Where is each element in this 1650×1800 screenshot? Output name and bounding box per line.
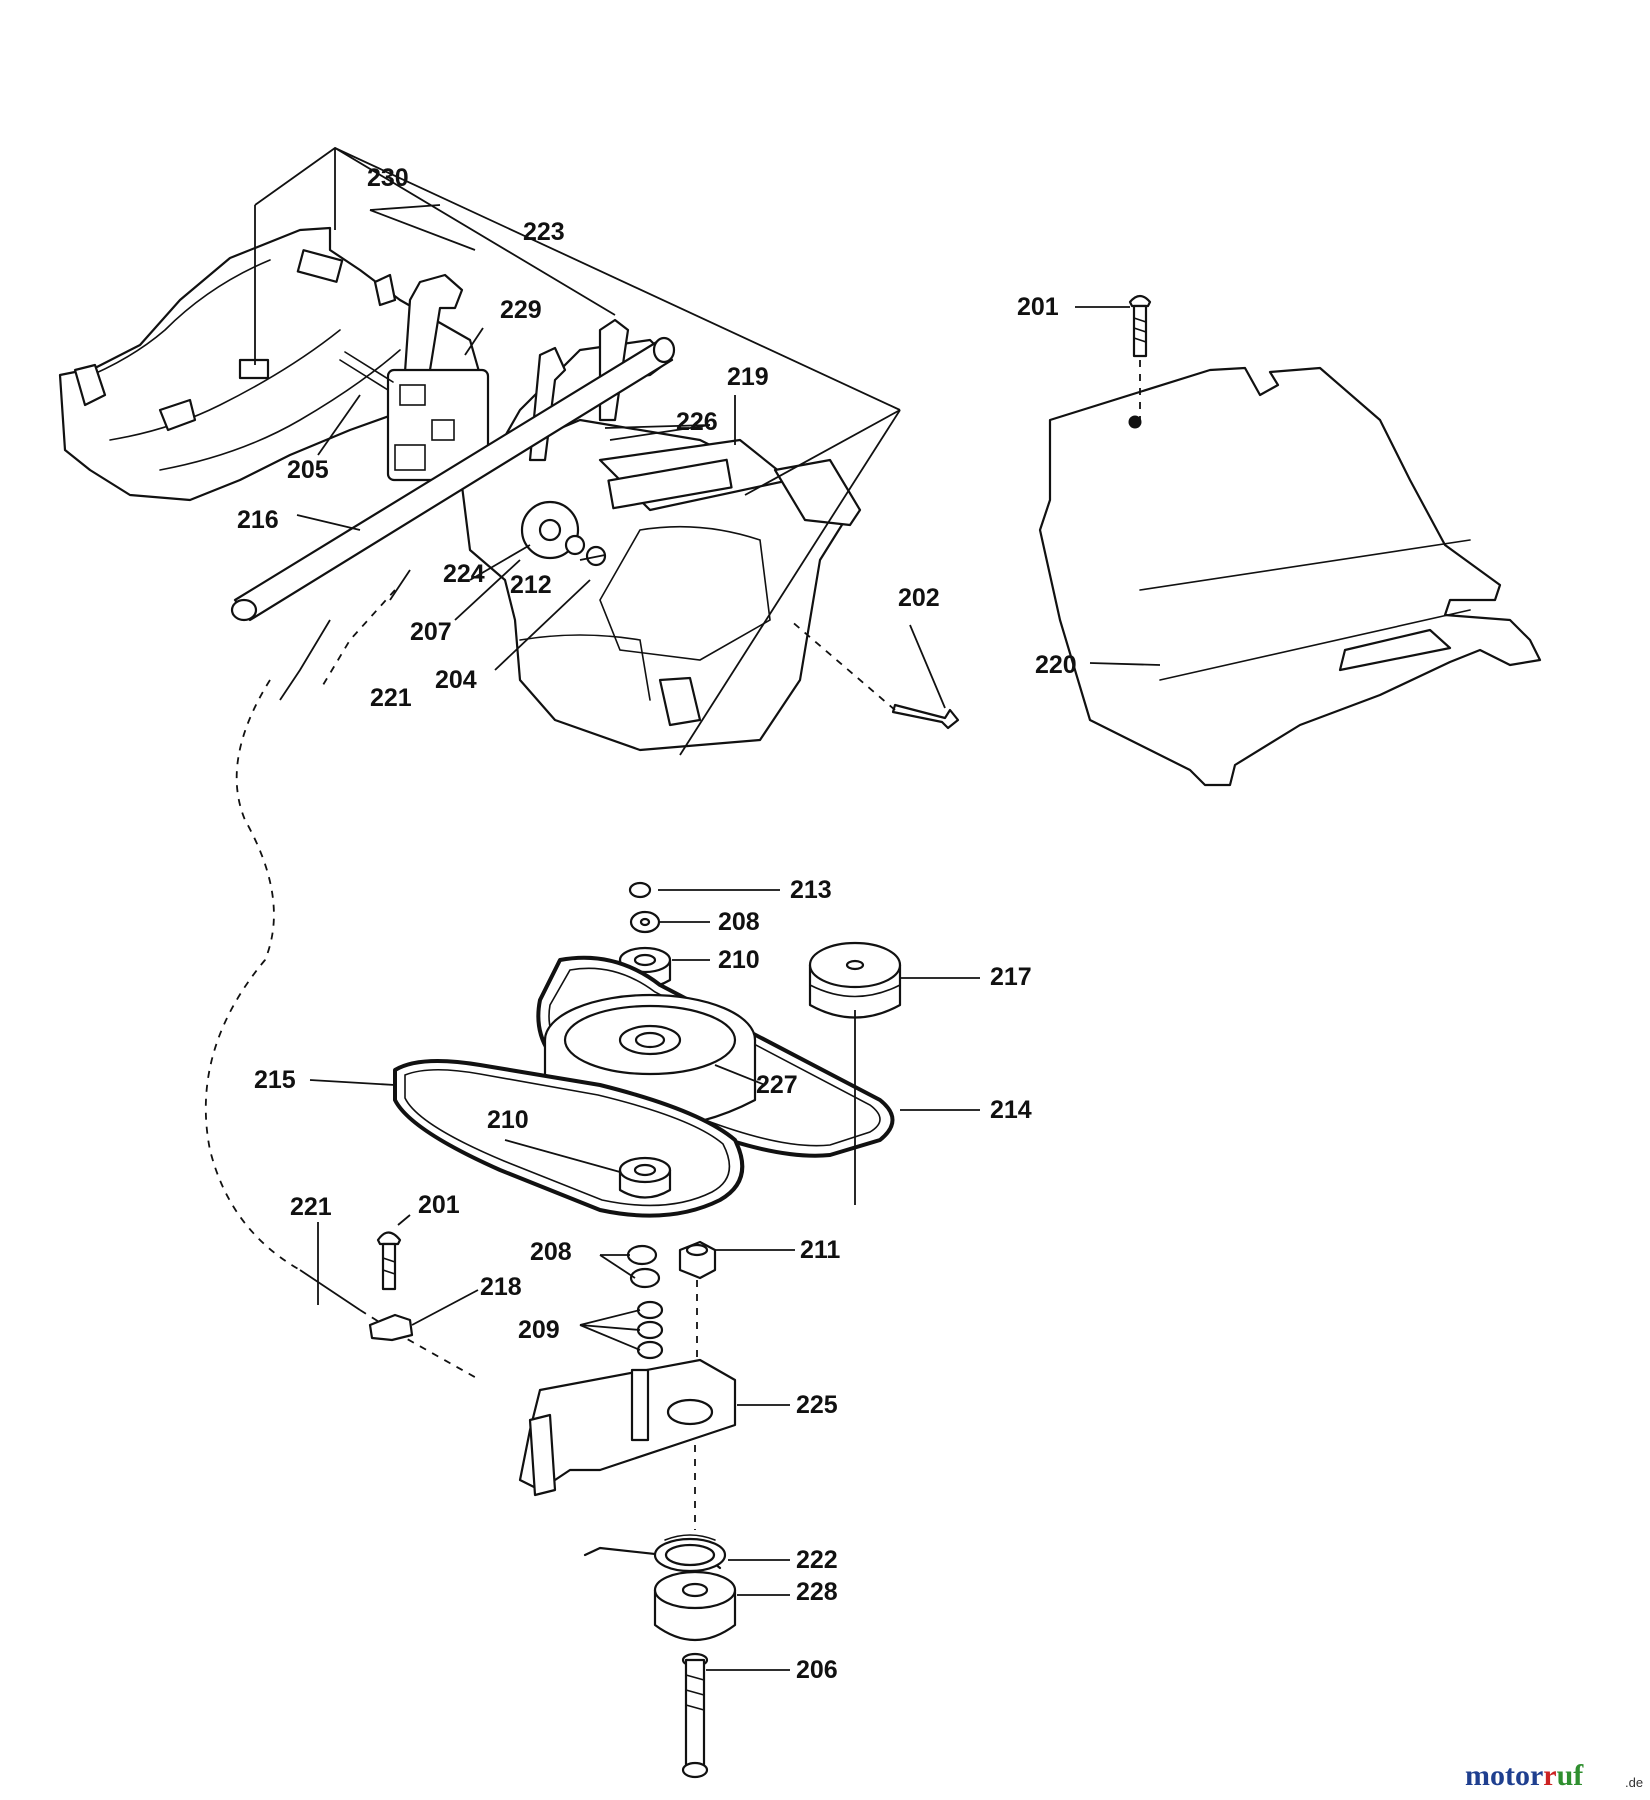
- bolt-201-top: [1128, 294, 1152, 420]
- leader-lines: [296, 306, 1161, 1671]
- watermark-r: r: [1543, 1759, 1556, 1792]
- label-219: 219: [727, 363, 769, 391]
- label-201-bottom: 201: [418, 1191, 460, 1219]
- label-210-top: 210: [718, 946, 760, 974]
- label-204: 204: [435, 666, 477, 694]
- label-218: 218: [480, 1273, 522, 1301]
- label-223: 223: [523, 218, 565, 246]
- label-207: 207: [410, 618, 452, 646]
- watermark-uf: uf: [1557, 1759, 1585, 1792]
- label-212: 212: [510, 571, 552, 599]
- lever-switch-assembly: [339, 273, 490, 482]
- label-221-top: 221: [370, 684, 412, 712]
- label-224: 224: [443, 560, 485, 588]
- label-208-top: 208: [718, 908, 760, 936]
- label-215: 215: [254, 1066, 296, 1094]
- label-209: 209: [518, 1316, 560, 1344]
- assembly-lines: [254, 146, 901, 756]
- label-206: 206: [796, 1656, 838, 1684]
- label-208-bottom: 208: [530, 1238, 572, 1266]
- label-217: 217: [990, 963, 1032, 991]
- label-230: 230: [367, 164, 409, 192]
- pulley-assembly: [368, 881, 902, 1779]
- label-210-bottom: 210: [487, 1106, 529, 1134]
- label-221-bottom: 221: [290, 1193, 332, 1221]
- dashboard-shroud: [458, 318, 862, 752]
- label-225: 225: [796, 1391, 838, 1419]
- label-228: 228: [796, 1578, 838, 1606]
- label-211: 211: [800, 1236, 840, 1264]
- label-205: 205: [287, 456, 329, 484]
- label-201-top: 201: [1017, 293, 1059, 321]
- part-labels: 230 223 229 205 216 219 226 224 212 207 …: [237, 164, 1077, 1684]
- watermark-logo: motorruf .de: [1465, 1759, 1643, 1792]
- watermark-text: motorruf: [1465, 1759, 1584, 1792]
- label-226: 226: [676, 408, 718, 436]
- label-214: 214: [990, 1096, 1032, 1124]
- support-tube: [230, 336, 676, 622]
- label-213: 213: [790, 876, 832, 904]
- label-227: 227: [756, 1071, 798, 1099]
- screw-202: [789, 619, 960, 730]
- watermark-motor: motor: [1465, 1759, 1543, 1792]
- label-222: 222: [796, 1546, 838, 1574]
- label-202: 202: [898, 584, 940, 612]
- label-216: 216: [237, 506, 279, 534]
- seat-plate: [1038, 366, 1542, 787]
- label-229: 229: [500, 296, 542, 324]
- watermark-tld: .de: [1625, 1775, 1643, 1790]
- body-cover: [58, 226, 482, 502]
- label-220: 220: [1035, 651, 1077, 679]
